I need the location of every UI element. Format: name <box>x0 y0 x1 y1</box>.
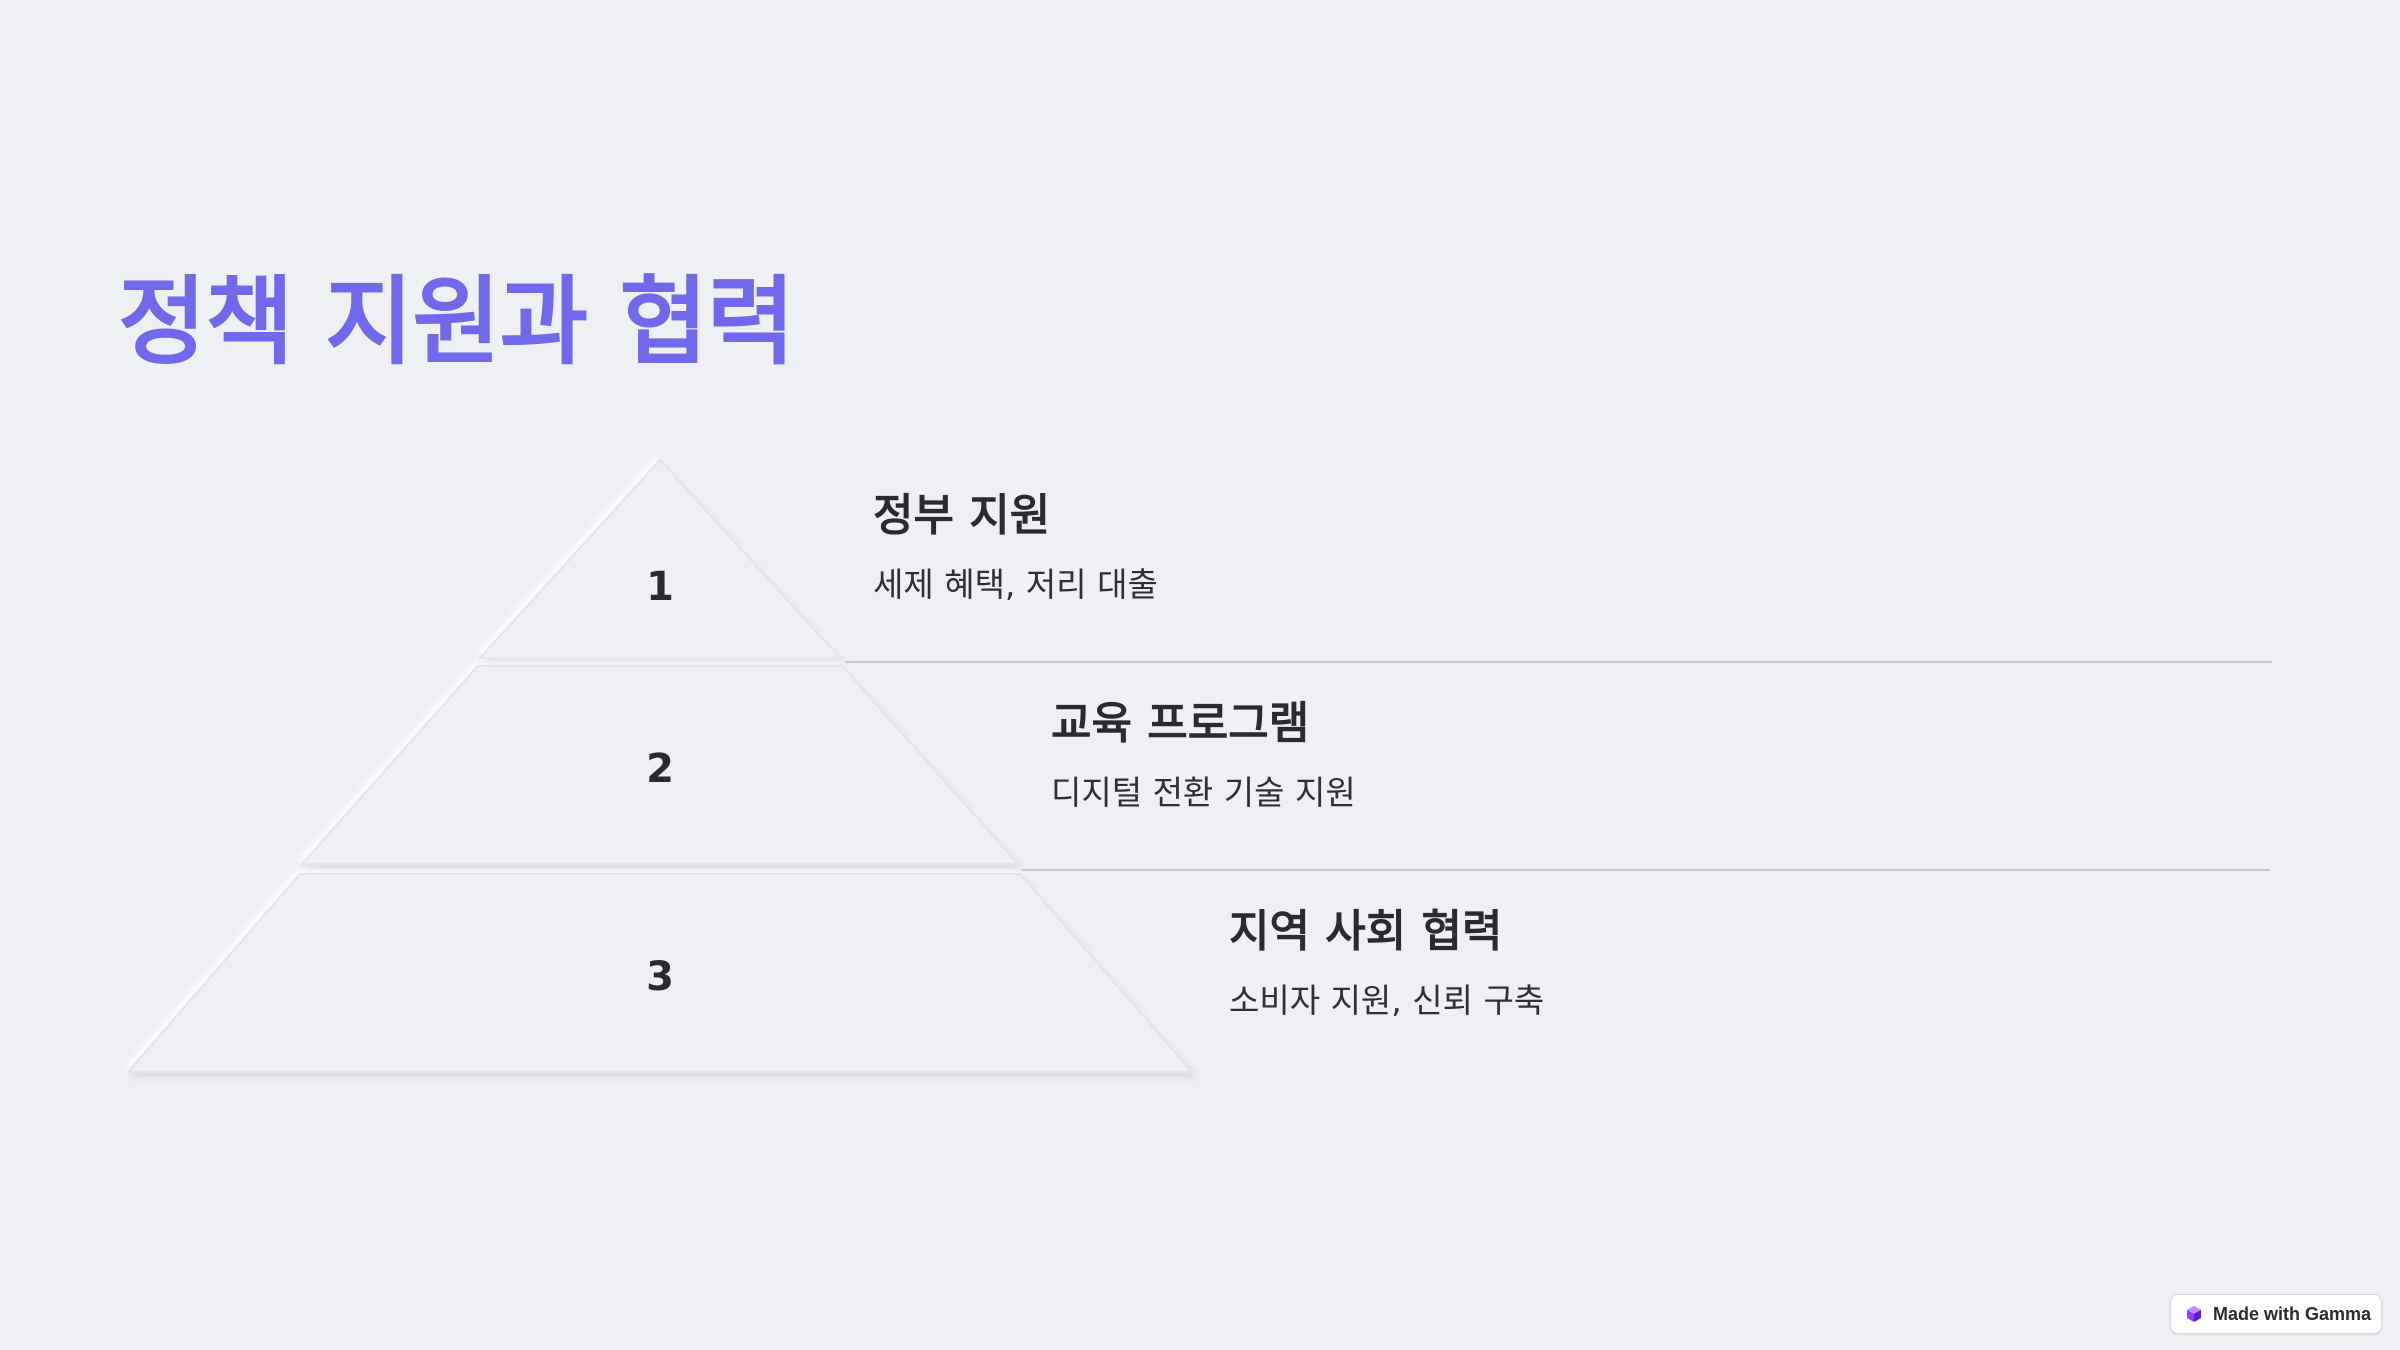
tier-1-heading: 정부 지원 <box>873 490 1051 541</box>
gamma-logo-icon <box>2187 1306 2201 1322</box>
tier-3-description: 소비자 지원, 신뢰 구축 <box>1229 980 1545 1020</box>
tier-1-separator <box>845 661 2272 663</box>
tier-2-description: 디지털 전환 기술 지원 <box>1051 772 1356 812</box>
made-with-gamma-label: Made with Gamma <box>2213 1303 2372 1324</box>
pyramid-tier-1 <box>477 458 843 659</box>
pyramid-tier-3 <box>125 873 1195 1073</box>
tier-2-number: 2 <box>646 746 674 792</box>
tier-3-number: 3 <box>646 954 674 1000</box>
made-with-gamma-badge[interactable]: Made with Gamma <box>2170 1294 2382 1334</box>
tier-1-text: 정부 지원 세제 혜택, 저리 대출 <box>873 490 1158 604</box>
tier-3-heading: 지역 사회 협력 <box>1229 906 1503 957</box>
tier-1-description: 세제 혜택, 저리 대출 <box>873 564 1158 604</box>
tier-2-heading: 교육 프로그램 <box>1051 698 1310 749</box>
tier-3-text: 지역 사회 협력 소비자 지원, 신뢰 구축 <box>1229 906 1544 1020</box>
pyramid-tier-2 <box>299 665 1021 865</box>
tier-2-text: 교육 프로그램 디지털 전환 기술 지원 <box>1051 698 1356 812</box>
slide-title: 정책 지원과 협력 <box>118 266 795 378</box>
tier-2-separator <box>1022 869 2270 871</box>
tier-1-number: 1 <box>646 564 674 610</box>
